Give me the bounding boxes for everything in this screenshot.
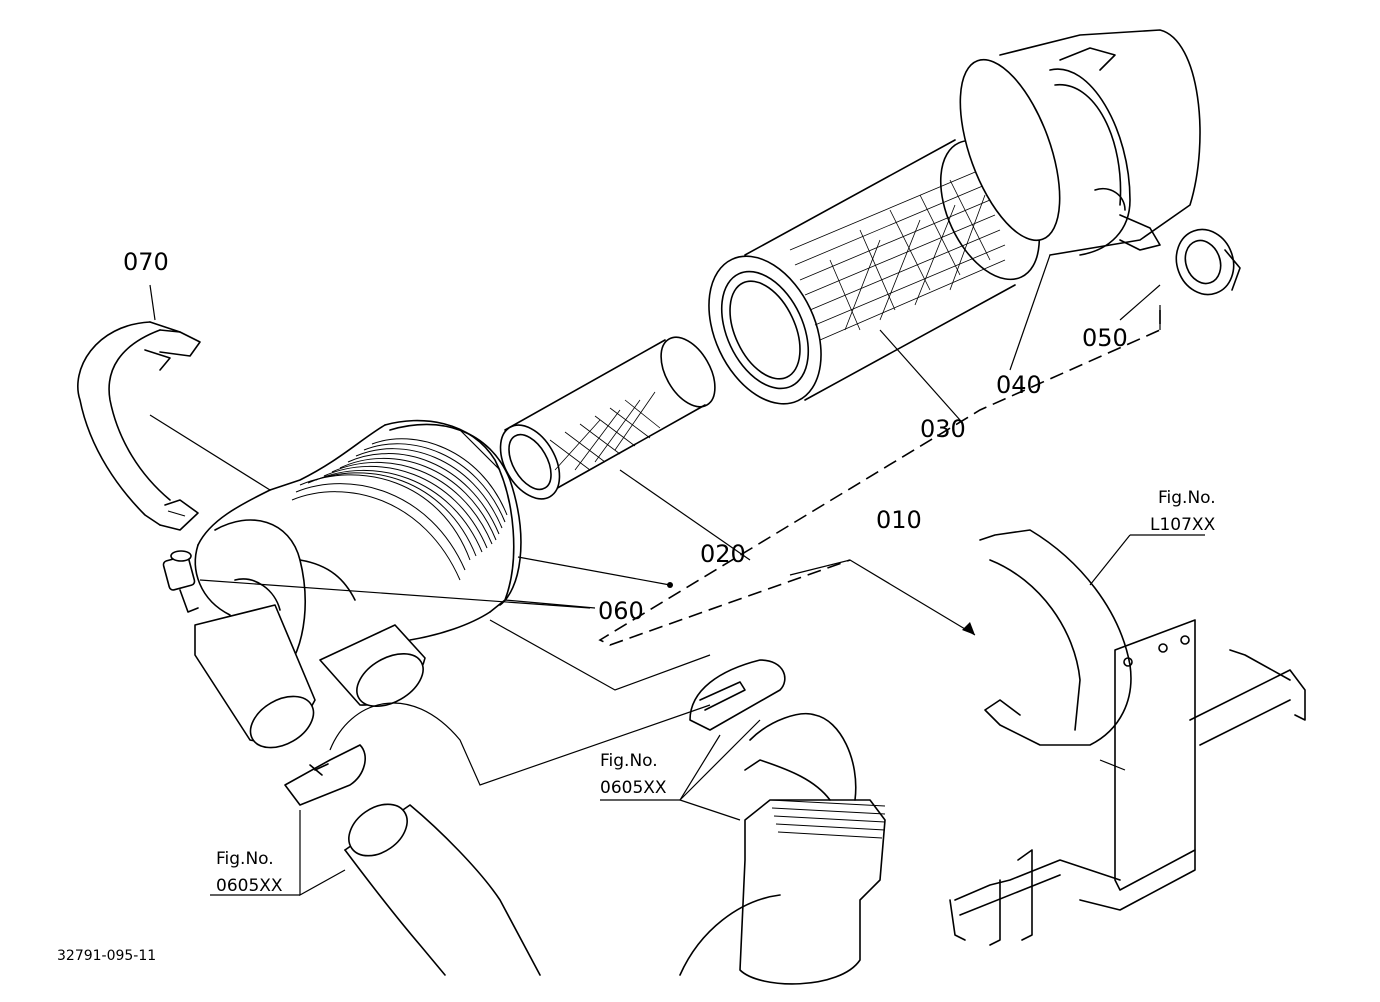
intake-hose-drawing [284,744,541,976]
band-clamp-drawing [77,321,201,531]
label-010: 010 [876,506,922,534]
fig-ref-0605-mid-line1[interactable]: Fig.No. [600,751,658,771]
fig-ref-l107-line2[interactable]: L107XX [1150,515,1216,535]
fig-ref-0605-mid-line2[interactable]: 0605XX [600,778,667,798]
inner-element-drawing [499,336,716,500]
fig-ref-l107-line1[interactable]: Fig.No. [1158,488,1216,508]
air-cleaner-housing-drawing [162,419,522,749]
label-050: 050 [1082,324,1128,352]
label-020: 020 [700,540,746,568]
end-cover-drawing [959,29,1201,256]
duct-hose-drawing [679,659,886,985]
label-030: 030 [920,415,966,443]
drawing-code: 32791-095-11 [57,948,156,964]
assembly-dashed-line [598,310,1161,646]
mounting-bracket-drawing [949,529,1306,946]
label-070: 070 [123,248,169,276]
leader-lines [149,254,1205,897]
fig-ref-0605-left-line2[interactable]: 0605XX [216,876,283,896]
label-040: 040 [996,371,1042,399]
label-060: 060 [598,597,644,625]
evacuator-valve-drawing [1175,228,1241,296]
fig-ref-0605-left-line1[interactable]: Fig.No. [216,849,274,869]
